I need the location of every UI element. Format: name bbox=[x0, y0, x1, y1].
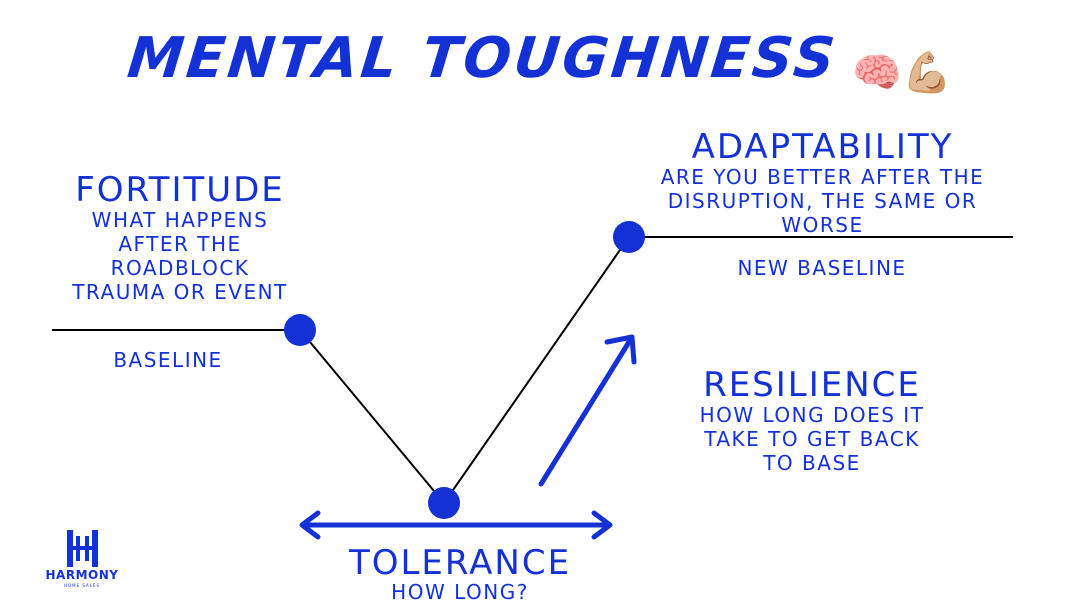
logo-tagline: HOME SALES bbox=[63, 583, 101, 588]
new-baseline-point bbox=[613, 221, 645, 253]
adaptability-line: DISRUPTION, THE SAME OR bbox=[667, 189, 978, 213]
baseline-point bbox=[284, 314, 316, 346]
logo-wordmark: HARMONY bbox=[45, 568, 119, 582]
fortitude-line: TRAUMA OR EVENT bbox=[72, 280, 288, 304]
resilience-heading: RESILIENCE bbox=[703, 365, 921, 405]
brain-muscle-emoji: 🧠💪🏼 bbox=[852, 50, 952, 96]
resilience-line: HOW LONG DOES IT bbox=[699, 403, 925, 427]
fortitude-line: AFTER THE bbox=[118, 232, 242, 256]
fortitude-heading: FORTITUDE bbox=[75, 170, 285, 210]
tolerance-heading: TOLERANCE bbox=[348, 543, 572, 583]
resilience-block: RESILIENCE HOW LONG DOES IT TAKE TO GET … bbox=[676, 367, 948, 475]
harmony-logo-mark bbox=[67, 530, 98, 567]
tolerance-block: TOLERANCE HOW LONG? bbox=[310, 545, 610, 603]
fortitude-line: ROADBLOCK bbox=[110, 256, 250, 280]
baseline-label: BASELINE bbox=[113, 348, 223, 372]
adaptability-line: WORSE bbox=[781, 213, 864, 237]
tolerance-sub: HOW LONG? bbox=[391, 580, 529, 604]
resilience-line: TO BASE bbox=[763, 451, 861, 475]
adaptability-block: ADAPTABILITY ARE YOU BETTER AFTER THE DI… bbox=[630, 129, 1015, 237]
adaptability-line: ARE YOU BETTER AFTER THE bbox=[660, 165, 985, 189]
fortitude-block: FORTITUDE WHAT HAPPENS AFTER THE ROADBLO… bbox=[40, 172, 320, 304]
low-point bbox=[428, 487, 460, 519]
recovery-line bbox=[443, 236, 630, 504]
descent-line bbox=[299, 329, 445, 504]
resilience-arrow bbox=[538, 334, 637, 487]
diagram-title: MENTAL TOUGHNESS 🧠💪🏼 bbox=[0, 26, 1080, 96]
resilience-line: TAKE TO GET BACK bbox=[704, 427, 920, 451]
adaptability-heading: ADAPTABILITY bbox=[691, 127, 954, 167]
tolerance-double-arrow bbox=[299, 510, 613, 540]
fortitude-line: WHAT HAPPENS bbox=[91, 208, 269, 232]
new-baseline-label: NEW BASELINE bbox=[737, 256, 907, 280]
